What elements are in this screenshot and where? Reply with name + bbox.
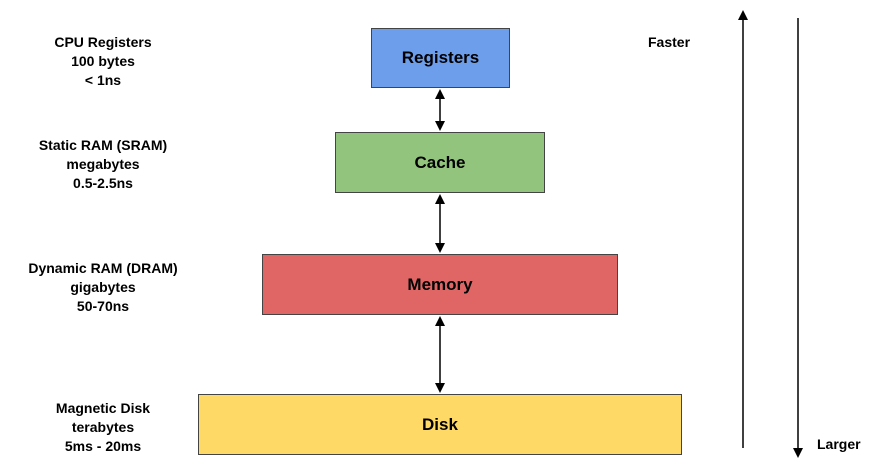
larger-label: Larger	[817, 436, 861, 452]
disk-box-label: Disk	[422, 414, 458, 434]
cache-desc-line1: Static RAM (SRAM)	[38, 137, 168, 153]
cache-desc-line3: 0.5-2.5ns	[73, 175, 133, 191]
registers-description: CPU Registers 100 bytes < 1ns	[18, 33, 188, 90]
memory-description: Dynamic RAM (DRAM) gigabytes 50-70ns	[13, 259, 193, 316]
registers-desc-line3: < 1ns	[84, 72, 122, 88]
registers-box: Registers	[371, 28, 510, 88]
disk-box: Disk	[198, 394, 682, 455]
memory-desc-line2: gigabytes	[70, 279, 136, 295]
disk-desc-line1: Magnetic Disk	[55, 400, 151, 416]
faster-label: Faster	[648, 34, 691, 50]
memory-desc-line3: 50-70ns	[76, 298, 130, 314]
registers-box-label: Registers	[401, 48, 480, 67]
registers-desc-line1: CPU Registers	[54, 34, 152, 50]
disk-desc-line2: terabytes	[71, 419, 135, 435]
cache-description: Static RAM (SRAM) megabytes 0.5-2.5ns	[18, 136, 188, 193]
memory-box: Memory	[262, 254, 618, 315]
disk-desc-line3: 5ms - 20ms	[64, 438, 142, 454]
registers-desc-line2: 100 bytes	[71, 53, 135, 69]
disk-description: Magnetic Disk terabytes 5ms - 20ms	[18, 399, 188, 456]
cache-box: Cache	[335, 132, 545, 193]
cache-desc-line2: megabytes	[66, 156, 140, 172]
memory-box-label: Memory	[407, 274, 473, 294]
cache-box-label: Cache	[414, 152, 466, 172]
memory-desc-line1: Dynamic RAM (DRAM)	[28, 260, 178, 276]
